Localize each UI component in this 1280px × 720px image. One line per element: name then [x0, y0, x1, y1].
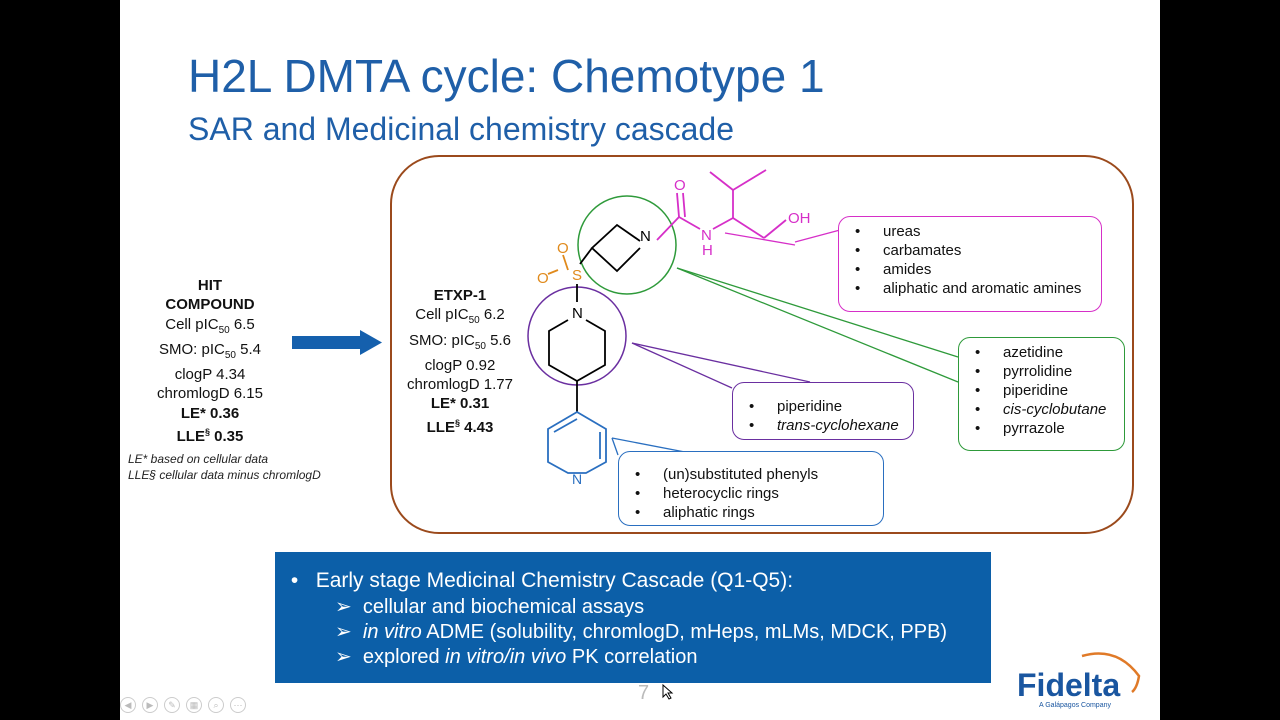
piperidine-ring [548, 319, 606, 412]
hydroxyl-label: OH [788, 210, 811, 227]
molecule-diagram: O N H OH N O O S N N [292, 155, 1134, 534]
azetidine-n-label: N [640, 228, 651, 245]
logo-tagline: A Galápagos Company [1039, 702, 1111, 709]
etxp-name: ETXP-1 [433, 287, 487, 304]
list-item: azetidine [969, 343, 1114, 362]
callout-amide-replacements: ureas carbamates amides aliphatic and ar… [838, 216, 1102, 312]
magenta-connector [724, 232, 796, 246]
list-item: ureas [849, 222, 1091, 241]
arrow-right-icon [292, 330, 382, 355]
compound-label: COMPOUND [165, 296, 255, 314]
zoom-icon[interactable]: ⌕ [208, 697, 224, 713]
hit-lle: LLE§ 0.35 [176, 427, 244, 446]
carbonyl-oxygen-label: O [674, 177, 686, 194]
list-item: (un)substituted phenyls [629, 465, 873, 484]
page-number: 7 [638, 682, 650, 704]
more-options-icon[interactable]: ⋯ [230, 697, 246, 713]
magenta-connector-2 [794, 229, 841, 243]
callout-piperidine-replacements: piperidine trans-cyclohexane [732, 382, 914, 440]
list-item: piperidine [743, 397, 903, 416]
etxp-lle: LLE§ 4.43 [426, 417, 494, 436]
grid-view-icon[interactable]: ▦ [186, 697, 202, 713]
hit-smo-pic50: SMO: pIC50 5.4 [158, 340, 261, 361]
piperidine-n-label: N [572, 305, 583, 322]
list-item: pyrrazole [969, 419, 1114, 438]
list-item: carbamates [849, 241, 1091, 260]
hit-chromlogd: chromlogD 6.15 [157, 385, 263, 403]
cascade-main-bullet: • Early stage Medicinal Chemistry Cascad… [285, 569, 794, 592]
hit-compound-block: HIT COMPOUND Cell pIC50 6.5 SMO: pIC50 5… [140, 276, 280, 446]
pyridine-n-label: N [572, 471, 582, 487]
cascade-item: ➢ cellular and biochemical assays [335, 596, 645, 618]
list-item: heterocyclic rings [629, 484, 873, 503]
list-item: amides [849, 260, 1091, 279]
sulfonyl-o-left: O [537, 270, 549, 287]
callout-pyridine-replacements: (un)substituted phenyls heterocyclic rin… [618, 451, 884, 526]
etxp-smo-pic50: SMO: pIC50 5.6 [408, 331, 511, 352]
slide-subtitle: SAR and Medicinal chemistry cascade [188, 111, 735, 147]
le-footnote: LE* based on cellular data [128, 452, 269, 466]
hit-cell-pic50: Cell pIC50 6.5 [165, 315, 255, 336]
etxp-chromlogd: chromlogD 1.77 [407, 376, 513, 394]
list-item: trans-cyclohexane [743, 416, 903, 435]
sulfonyl-group [547, 254, 569, 275]
etxp-clogp: clogP 0.92 [424, 356, 496, 374]
green-connector [676, 267, 959, 358]
purple-connector [631, 342, 733, 389]
etxp-1-block: ETXP-1 Cell pIC50 6.2 SMO: pIC50 5.6 clo… [395, 286, 525, 437]
azetidine-highlight [577, 195, 677, 295]
green-connector-2 [676, 267, 959, 383]
nh-h-label: H [702, 242, 713, 259]
previous-slide-icon[interactable]: ◀ [120, 697, 136, 713]
list-item: pyrrolidine [969, 362, 1114, 381]
nh-n-label: N [701, 227, 712, 244]
presentation-nav: ◀ ▶ ✎ ▦ ⌕ ⋯ [120, 697, 246, 713]
cascade-item: ➢ in vitro ADME (solubility, chromlogD, … [335, 621, 948, 643]
etxp-le: LE* 0.31 [430, 395, 490, 413]
list-item: aliphatic and aromatic amines [849, 279, 1091, 298]
etxp-cell-pic50: Cell pIC50 6.2 [415, 306, 505, 327]
footnotes: LE* based on cellular data LLE§ cellular… [128, 451, 321, 483]
cascade-box: • Early stage Medicinal Chemistry Cascad… [275, 552, 991, 683]
cascade-item: ➢ explored in vitro/in vivo PK correlati… [335, 646, 698, 668]
sulfur-label: S [572, 267, 582, 284]
list-item: aliphatic rings [629, 503, 873, 522]
mouse-cursor-icon [662, 684, 674, 700]
callout-azetidine-replacements: azetidine pyrrolidine piperidine cis-cyc… [958, 337, 1125, 451]
azetidine-ring [579, 223, 641, 273]
scaffold-frame [390, 155, 1134, 534]
lle-footnote: LLE§ cellular data minus chromlogD [128, 468, 321, 482]
fidelta-logo: Fidelta A Galápagos Company [1017, 648, 1142, 712]
next-slide-icon[interactable]: ▶ [142, 697, 158, 713]
pen-icon[interactable]: ✎ [164, 697, 180, 713]
amide-sidechain [656, 169, 787, 241]
pyridine-ring [547, 410, 607, 474]
blue-connector [611, 437, 619, 456]
hit-label: HIT [197, 277, 223, 294]
slide-title: H2L DMTA cycle: Chemotype 1 [188, 50, 825, 102]
list-item: piperidine [969, 381, 1114, 400]
list-item: cis-cyclobutane [969, 400, 1114, 419]
hit-le: LE* 0.36 [180, 404, 240, 422]
hit-clogp: clogP 4.34 [174, 366, 246, 384]
slide: H2L DMTA cycle: Chemotype 1 SAR and Medi… [120, 0, 1160, 720]
logo-wordmark: Fidelta [1017, 667, 1121, 703]
logo-swoosh-icon [1081, 652, 1141, 693]
purple-connector-2 [631, 342, 811, 383]
blue-connector-2 [611, 437, 691, 454]
sulfonyl-o-top: O [557, 240, 569, 257]
